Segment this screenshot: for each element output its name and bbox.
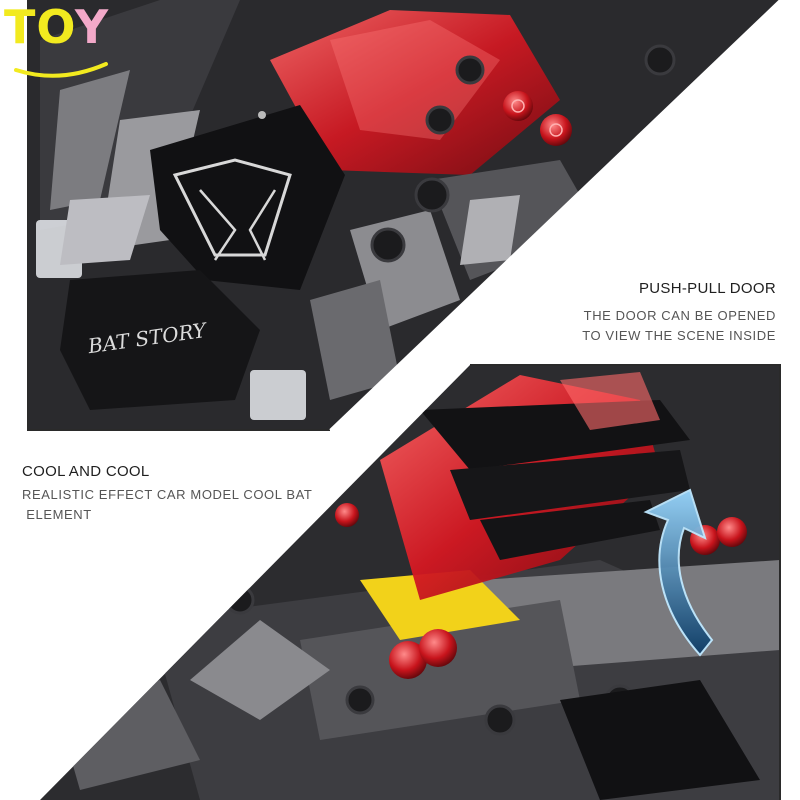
- door-caption-title: PUSH-PULL DOOR: [638, 280, 776, 297]
- top-photo-frame: [27, 0, 330, 431]
- top-stud-cluster: [370, 44, 676, 263]
- door-caption: PUSH-PULL DOOR THE DOOR CAN BE OPENED TO…: [582, 280, 776, 345]
- cool-caption: COOL AND COOL REALISTIC EFFECT CAR MODEL…: [22, 463, 312, 524]
- logo-swoosh: [14, 62, 108, 78]
- brand-logo: TOY: [2, 4, 114, 82]
- bat-mask-plate: [150, 105, 345, 290]
- right-headlight: [250, 370, 306, 420]
- yellow-interior: [360, 570, 520, 640]
- cool-caption-title: COOL AND COOL: [22, 463, 150, 480]
- cool-caption-line: REALISTIC EFFECT CAR MODEL COOL BAT: [22, 487, 313, 502]
- front-grille: BAT STORY: [60, 270, 260, 410]
- curved-up-arrow-icon: [643, 488, 714, 657]
- brand-logo-text: TOY: [4, 0, 110, 54]
- cool-caption-line: ELEMENT: [22, 506, 92, 522]
- door-caption-line: TO VIEW THE SCENE INSIDE: [582, 327, 776, 343]
- red-canopy: [270, 10, 560, 175]
- door-caption-line: THE DOOR CAN BE OPENED: [583, 308, 776, 323]
- open-door: [380, 372, 690, 600]
- top-red-studs: [503, 91, 572, 146]
- bottom-photo-frame: [470, 364, 781, 800]
